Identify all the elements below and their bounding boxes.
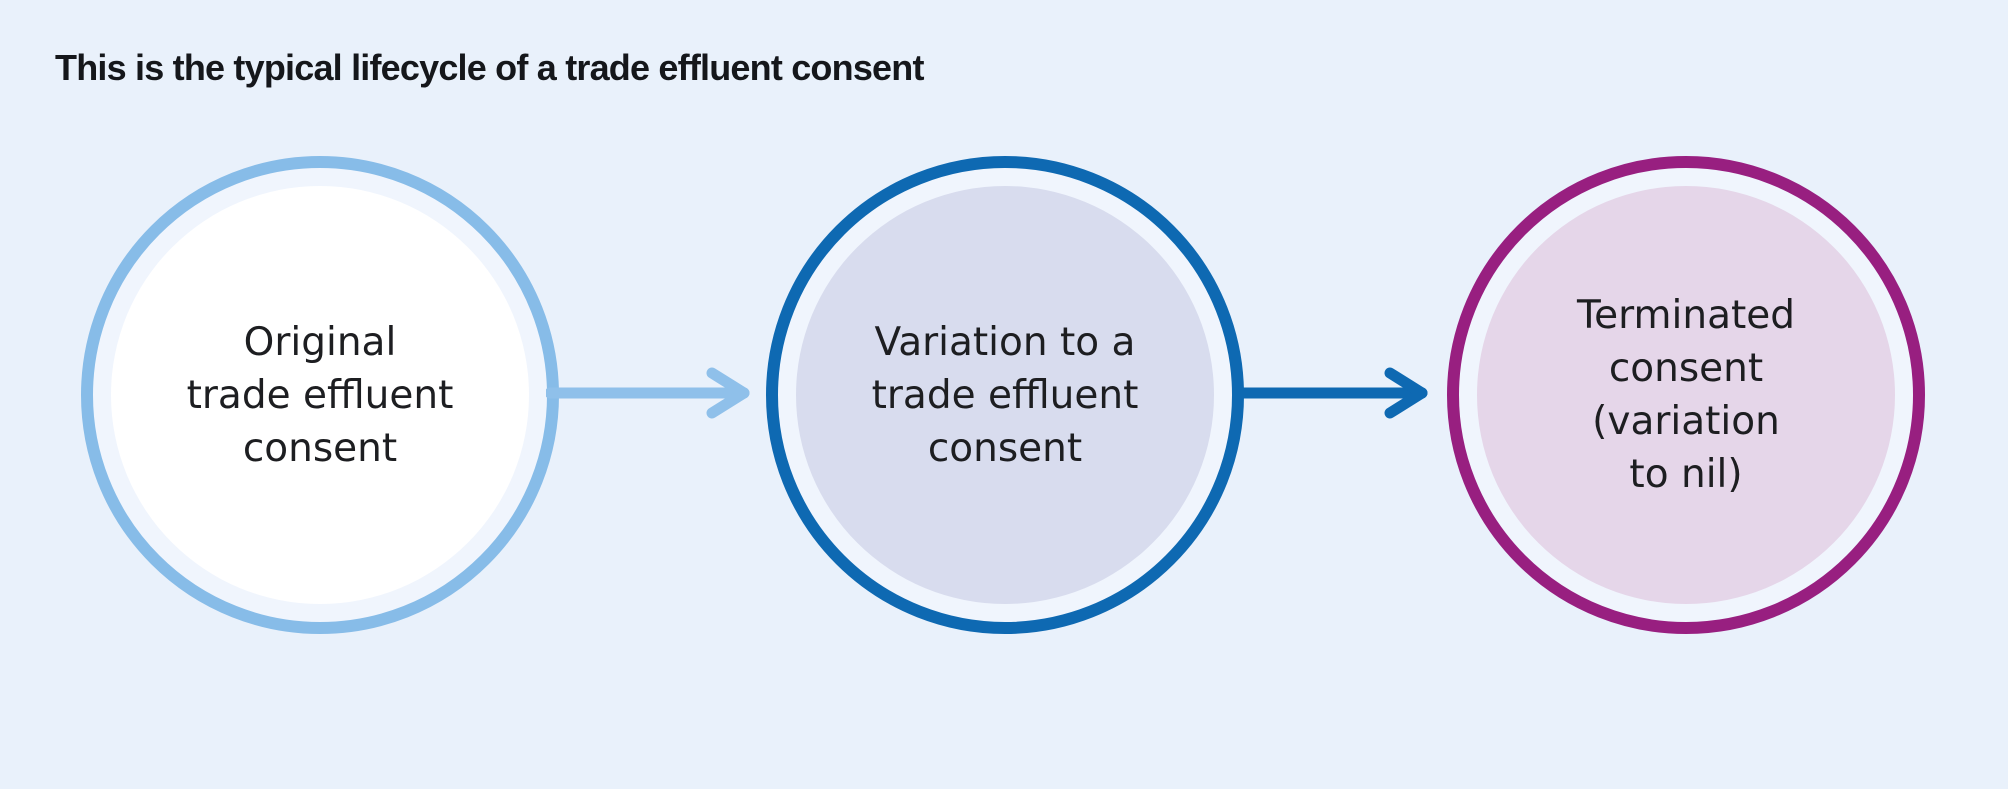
- flow-arrow-variation-to-terminated: [1232, 367, 1428, 419]
- flow-arrow-original-to-variation: [546, 367, 750, 419]
- page-title: This is the typical lifecycle of a trade…: [55, 47, 924, 88]
- node-terminated-consent-fill: Terminated consent (variation to nil): [1477, 186, 1895, 604]
- node-original-consent-fill: Original trade effluent consent: [111, 186, 529, 604]
- node-original-consent: Original trade effluent consent: [81, 156, 559, 634]
- node-terminated-consent-label: Terminated consent (variation to nil): [1576, 293, 1796, 497]
- node-variation-consent: Variation to a trade effluent consent: [766, 156, 1244, 634]
- arrowhead-icon: [1384, 367, 1428, 419]
- node-variation-consent-label: Variation to a trade effluent consent: [871, 319, 1139, 471]
- node-variation-consent-fill: Variation to a trade effluent consent: [796, 186, 1214, 604]
- arrowhead-icon: [706, 367, 750, 419]
- node-terminated-consent: Terminated consent (variation to nil): [1447, 156, 1925, 634]
- node-original-consent-label: Original trade effluent consent: [186, 319, 454, 471]
